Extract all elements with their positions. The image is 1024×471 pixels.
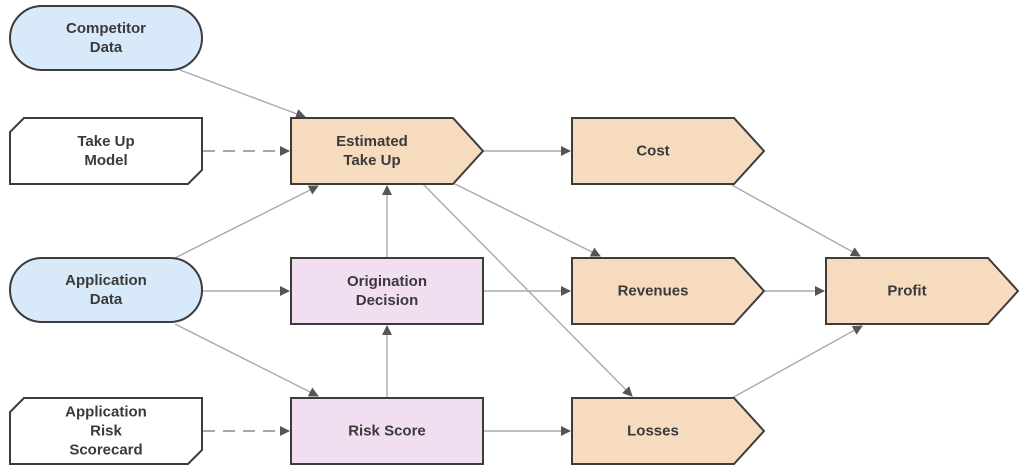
node-take-up-model: Take Up Model [9, 117, 203, 185]
node-shape [9, 257, 203, 323]
node-profit: Profit [825, 257, 1020, 325]
node-label: Profit [887, 283, 926, 300]
node-label: Data [90, 291, 123, 308]
node-label: Origination [347, 273, 427, 290]
edge-estimated-take-up-to-revenues [454, 183, 601, 257]
node-label: Estimated [336, 133, 408, 150]
edge-competitor-data-to-estimated-take-up [179, 69, 306, 119]
node-label: Application [65, 272, 147, 289]
node-revenues: Revenues [571, 257, 766, 325]
node-label: Application [65, 404, 147, 421]
edge-application-data-to-risk-score [174, 323, 319, 397]
edge-application-data-to-estimated-take-up [174, 185, 319, 259]
node-shape [290, 117, 485, 185]
node-label: Risk [90, 423, 122, 440]
edges [174, 69, 863, 436]
node-label: Decision [356, 292, 419, 309]
node-shape [825, 257, 1020, 325]
node-label: Model [84, 152, 127, 169]
node-label: Take Up [77, 133, 134, 150]
edge-estimated-take-up-to-losses [422, 183, 633, 397]
edge-losses-to-profit [731, 325, 863, 399]
node-shape [9, 117, 203, 185]
node-label: Risk Score [348, 423, 426, 440]
node-losses: Losses [571, 397, 766, 465]
node-shape [571, 117, 766, 185]
node-label: Data [90, 39, 123, 56]
node-risk-score: Risk Score [290, 397, 484, 465]
node-shape [571, 257, 766, 325]
node-label: Take Up [343, 152, 400, 169]
node-shape [9, 5, 203, 71]
node-shape [290, 397, 484, 465]
node-label: Losses [627, 423, 679, 440]
edge-cost-to-profit [729, 183, 861, 257]
node-label: Scorecard [69, 442, 142, 459]
node-shape [571, 397, 766, 465]
node-label: Cost [636, 143, 669, 160]
node-cost: Cost [571, 117, 766, 185]
node-shape [9, 397, 203, 465]
node-label: Competitor [66, 20, 146, 37]
node-label: Revenues [618, 283, 689, 300]
node-shape [290, 257, 484, 325]
